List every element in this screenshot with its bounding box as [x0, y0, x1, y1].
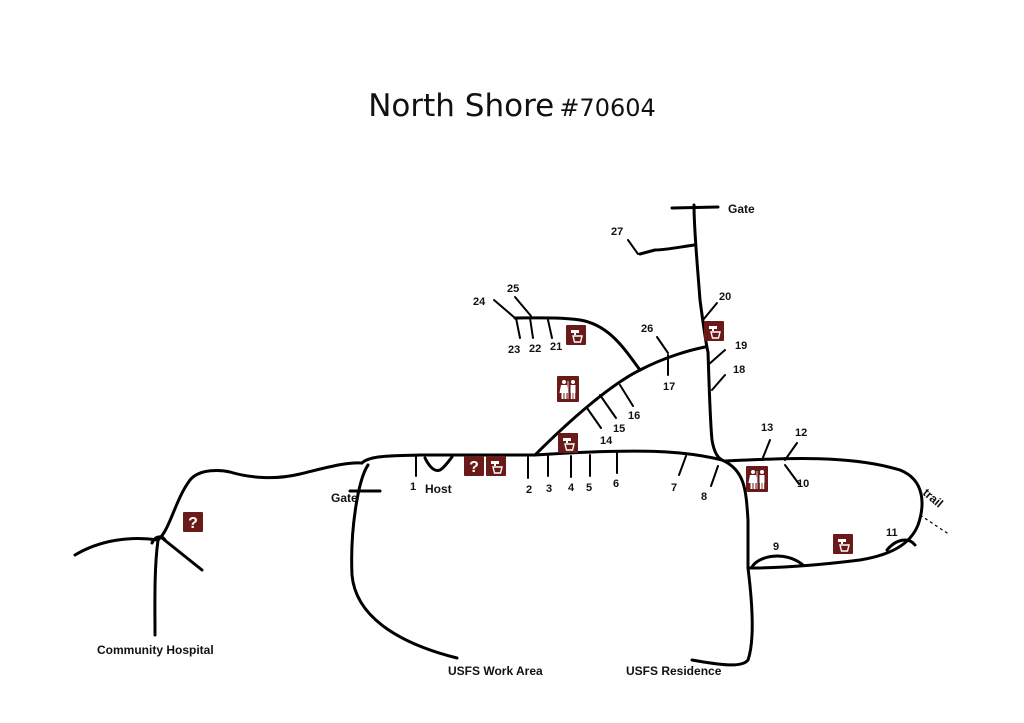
site-label: 8: [701, 491, 707, 503]
usfs-residence-label: USFS Residence: [626, 664, 722, 678]
water-faucet-icon: [832, 533, 854, 555]
site-label: 20: [719, 291, 731, 303]
site-label: 13: [761, 422, 773, 434]
site-labels: 1 2 3 4 5 6 7 8 9 10 11 12 13 14 15 16 1…: [410, 226, 898, 553]
water-faucet-icon: [565, 324, 587, 346]
water-faucet-icon: [485, 455, 507, 477]
site-label: 17: [663, 381, 675, 393]
site-label: 6: [613, 478, 619, 490]
west-road: [73, 461, 364, 557]
site-label: 3: [546, 483, 552, 495]
site-spurs: [415, 239, 800, 487]
gates: [348, 205, 720, 493]
site-label: 12: [795, 427, 807, 439]
site-label: 22: [529, 343, 541, 355]
place-labels: Gate Gate Host Community Hospital USFS W…: [97, 202, 946, 678]
site-label: 25: [507, 283, 519, 295]
north-road: [692, 203, 724, 462]
main-road: [360, 449, 750, 570]
north-loop: [533, 345, 707, 457]
north-gate-bar: [670, 205, 720, 210]
site-label: 23: [508, 344, 520, 356]
restroom-icon: [556, 375, 580, 403]
site-label: 14: [600, 435, 613, 447]
site-label: 5: [586, 482, 592, 494]
site-11-loop: [885, 538, 917, 552]
site-label: 16: [628, 410, 640, 422]
site-label: 1: [410, 481, 416, 493]
water-faucet-icon: [703, 320, 725, 342]
site-label: 19: [735, 340, 747, 352]
host-label: Host: [425, 482, 452, 496]
site-label: 9: [773, 541, 779, 553]
site-label: 15: [613, 423, 625, 435]
water-faucet-icon: [557, 432, 579, 454]
site-label: 7: [671, 482, 677, 494]
hospital-loop-knot: [150, 535, 167, 545]
east-loop: [723, 457, 924, 570]
north-gate-label: Gate: [728, 202, 755, 216]
west-gate-label: Gate: [331, 491, 358, 505]
community-hospital-label: Community Hospital: [97, 643, 214, 657]
info-question-icon: [183, 512, 203, 532]
usfs-work-area-label: USFS Work Area: [448, 664, 543, 678]
hospital-road: [153, 538, 160, 637]
site-label: 26: [641, 323, 653, 335]
site-label: 10: [797, 478, 809, 490]
trail-label: trail: [920, 486, 946, 511]
site-label: 2: [526, 484, 532, 496]
site-label: 27: [611, 226, 623, 238]
info-question-icon: [464, 456, 484, 476]
trail-path: [919, 514, 951, 536]
southeast-spur: [160, 536, 204, 572]
site-label: 11: [886, 527, 898, 539]
campground-number: #70604: [559, 94, 656, 122]
site-label: 24: [473, 296, 486, 308]
host-spur: [423, 455, 454, 472]
site-9-loop: [750, 554, 805, 569]
northwest-road: [513, 316, 642, 372]
campground-name: North Shore: [368, 88, 555, 124]
residence-road: [690, 566, 754, 667]
site-label: 18: [733, 364, 745, 376]
site-label: 21: [550, 341, 562, 353]
site-label: 4: [568, 482, 575, 494]
map-title: North Shore #70604: [0, 88, 1024, 124]
restroom-icon: [745, 465, 769, 493]
site-27-spur: [638, 243, 696, 256]
